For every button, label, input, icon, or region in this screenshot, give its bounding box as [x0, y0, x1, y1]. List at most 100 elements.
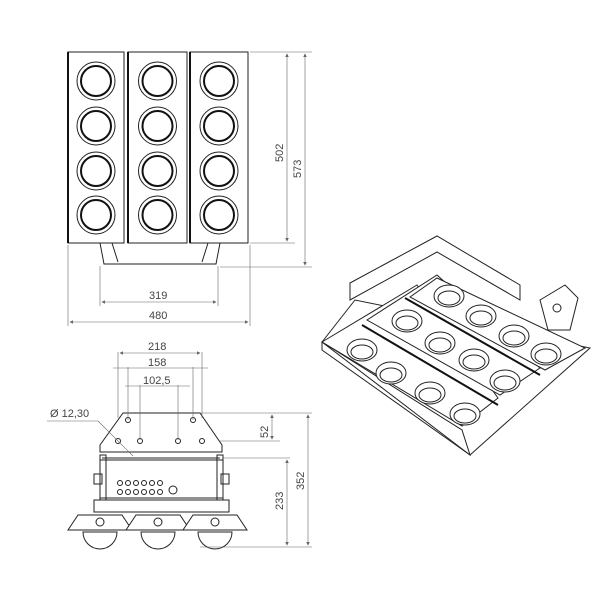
dim-502-label: 502 — [274, 144, 286, 162]
lamp-panel — [127, 51, 188, 244]
connector — [157, 480, 163, 486]
lamp-lens — [203, 65, 235, 97]
iso-lamp-lens — [418, 387, 442, 403]
iso-lamp-lens — [350, 344, 374, 360]
lamp-ring — [199, 151, 239, 191]
connector — [133, 480, 139, 486]
lamp-dome — [140, 531, 176, 550]
iso-panel-1 — [321, 284, 499, 427]
dim-480-label: 480 — [149, 310, 167, 322]
lamp-pivot — [153, 517, 163, 527]
lamp-lens — [141, 65, 174, 97]
iso-lamp-lens — [502, 330, 526, 346]
lamp-lens — [141, 199, 174, 231]
lamp-ring — [76, 106, 116, 146]
dim-52-label: 52 — [259, 426, 271, 438]
connector — [125, 480, 131, 486]
iso-lamp-lens — [469, 310, 493, 326]
isometric-view — [321, 235, 592, 457]
lamp-bracket — [67, 514, 133, 531]
side-knob-left — [93, 473, 103, 485]
lamp-ring — [199, 61, 239, 101]
iso-lamp-dome — [530, 342, 562, 366]
connector — [157, 489, 163, 495]
dim-158-label: 158 — [148, 357, 166, 369]
lamp-ring — [138, 151, 177, 191]
iso-lamp-dome — [433, 284, 465, 308]
mounting-bracket-front — [99, 412, 223, 453]
hole-diameter-label: Ø 12,30 — [50, 408, 89, 420]
dim-233-label: 233 — [274, 492, 286, 510]
iso-lamp-dome — [391, 309, 423, 333]
base-plate — [93, 499, 230, 513]
lamp-lens — [80, 65, 112, 97]
dim-102-5-label: 102,5 — [143, 375, 171, 387]
lamp-dome — [82, 531, 118, 550]
mounting-hole — [115, 438, 121, 444]
cable-gland — [168, 485, 178, 495]
mounting-hole — [199, 438, 205, 444]
lamp-pivot — [95, 517, 105, 527]
iso-lamp-dome — [346, 338, 378, 362]
dim-319-label: 319 — [149, 290, 167, 302]
top-view: 502 573 319 480 — [67, 51, 312, 326]
iso-lamp-dome — [424, 331, 456, 355]
connector — [133, 489, 139, 495]
iso-lamp-lens — [379, 367, 403, 383]
iso-lamp-lens — [428, 337, 452, 353]
lamp-ring — [138, 61, 177, 101]
iso-lamp-lens — [453, 408, 477, 424]
mounting-bracket-top — [99, 242, 221, 265]
lamp-ring — [138, 106, 177, 146]
connector — [149, 489, 155, 495]
lamp-lens — [141, 110, 174, 142]
iso-lamp-dome — [465, 304, 497, 328]
connector — [149, 480, 155, 486]
connector — [141, 480, 147, 486]
connector — [117, 489, 123, 495]
lamp-ring — [76, 195, 116, 235]
iso-panel-2 — [366, 274, 541, 396]
iso-lamp-dome — [449, 402, 481, 426]
lamp-ring — [76, 61, 116, 101]
lamp-ring — [76, 151, 116, 191]
lamp-panel — [189, 51, 249, 244]
side-knob-right — [220, 473, 230, 485]
lamp-dome — [197, 531, 233, 550]
lamp-lens — [80, 155, 112, 187]
dim-352-label: 352 — [295, 472, 307, 490]
iso-housing-top — [349, 235, 521, 301]
lamp-lens — [203, 155, 235, 187]
lamp-ring — [199, 106, 239, 146]
lamp-ring — [199, 195, 239, 235]
lamp-panel — [67, 51, 125, 244]
connector — [141, 489, 147, 495]
connector — [125, 489, 131, 495]
iso-lamp-lens — [395, 315, 419, 331]
lamp-lens — [141, 155, 174, 187]
lamp-lens — [203, 199, 235, 231]
iso-lamp-dome — [375, 361, 407, 385]
iso-bracket — [539, 284, 579, 331]
front-view: 218 158 102,5 Ø 12,30 52 233 352 — [47, 341, 312, 550]
dim-573-label: 573 — [292, 160, 304, 178]
iso-lamp-dome — [489, 369, 521, 393]
lamp-ring — [138, 195, 177, 235]
iso-lamp-lens — [437, 290, 461, 306]
iso-lamp-lens — [493, 375, 517, 391]
lamp-lens — [80, 110, 112, 142]
iso-lamp-dome — [458, 348, 490, 372]
lamp-bracket — [182, 514, 248, 531]
iso-lamp-dome — [498, 324, 530, 348]
lamp-lens — [80, 199, 112, 231]
lamp-bracket — [125, 514, 191, 531]
lamp-pivot — [210, 517, 220, 527]
iso-lamp-lens — [462, 354, 486, 370]
driver-box — [99, 459, 224, 499]
dim-218-label: 218 — [148, 341, 166, 353]
connector — [117, 480, 123, 486]
iso-lamp-lens — [534, 348, 558, 364]
lamp-lens — [203, 110, 235, 142]
